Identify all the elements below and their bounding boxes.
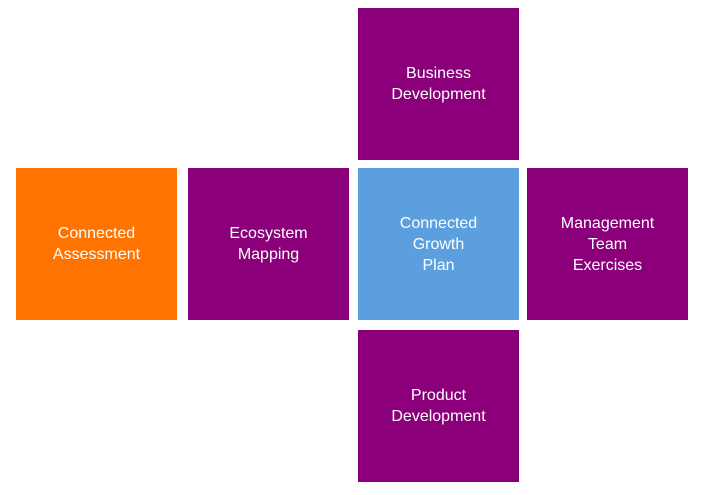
tile-management-team-exercises: Management Team Exercises <box>527 168 688 320</box>
tile-label-product-development: Product Development <box>391 387 486 425</box>
tile-connected-assessment: Connected Assessment <box>16 168 177 320</box>
tile-label-management-team-exercises: Management Team Exercises <box>560 214 655 274</box>
tile-product-development: Product Development <box>358 330 519 482</box>
tile-label-ecosystem-mapping: Ecosystem Mapping <box>229 225 308 263</box>
tile-connected-growth-plan: Connected Growth Plan <box>358 168 519 320</box>
tile-label-business-development: Business Development <box>391 65 486 103</box>
tile-business-development: Business Development <box>358 8 519 160</box>
tile-label-connected-assessment: Connected Assessment <box>52 225 141 263</box>
tile-label-connected-growth-plan: Connected Growth Plan <box>399 214 478 274</box>
tile-ecosystem-mapping: Ecosystem Mapping <box>188 168 349 320</box>
